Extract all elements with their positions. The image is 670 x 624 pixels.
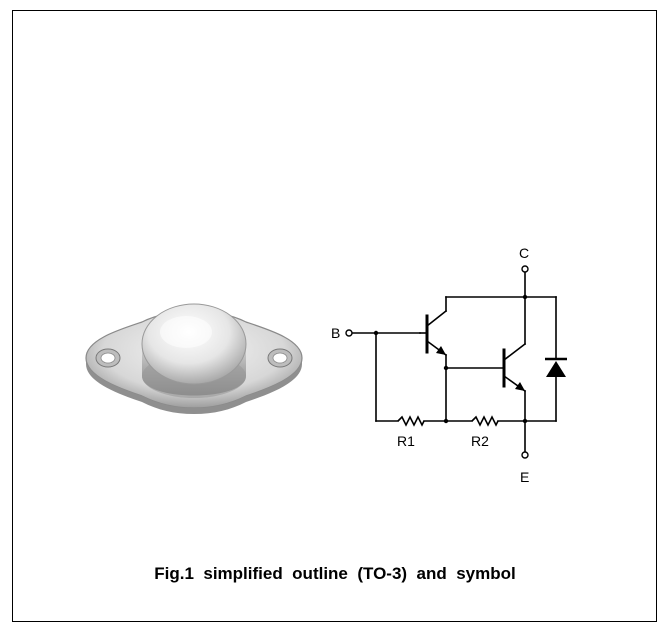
collector-terminal-icon xyxy=(521,265,529,273)
darlington-schematic: C B E R1 R2 xyxy=(331,245,567,485)
base-label: B xyxy=(331,325,340,341)
t1-emitter-arrow-icon xyxy=(436,346,446,355)
resistor-r2-label: R2 xyxy=(471,433,489,449)
figure-caption: Fig.1 simplified outline (TO-3) and symb… xyxy=(154,564,516,583)
resistor-r2-icon xyxy=(471,415,499,427)
mounting-hole-right-icon xyxy=(267,348,293,368)
emitter-terminal-icon xyxy=(521,451,529,459)
resistor-r1-icon xyxy=(397,415,425,427)
freewheel-diode-icon xyxy=(545,357,567,377)
base-terminal-icon xyxy=(345,329,353,337)
t2-emitter-arrow-icon xyxy=(515,382,525,391)
mounting-hole-left-icon xyxy=(95,348,121,368)
emitter-label: E xyxy=(520,469,529,485)
collector-label: C xyxy=(519,245,529,261)
to3-package-illustration xyxy=(85,303,303,414)
figure-frame xyxy=(12,10,657,622)
resistor-r1-label: R1 xyxy=(397,433,415,449)
